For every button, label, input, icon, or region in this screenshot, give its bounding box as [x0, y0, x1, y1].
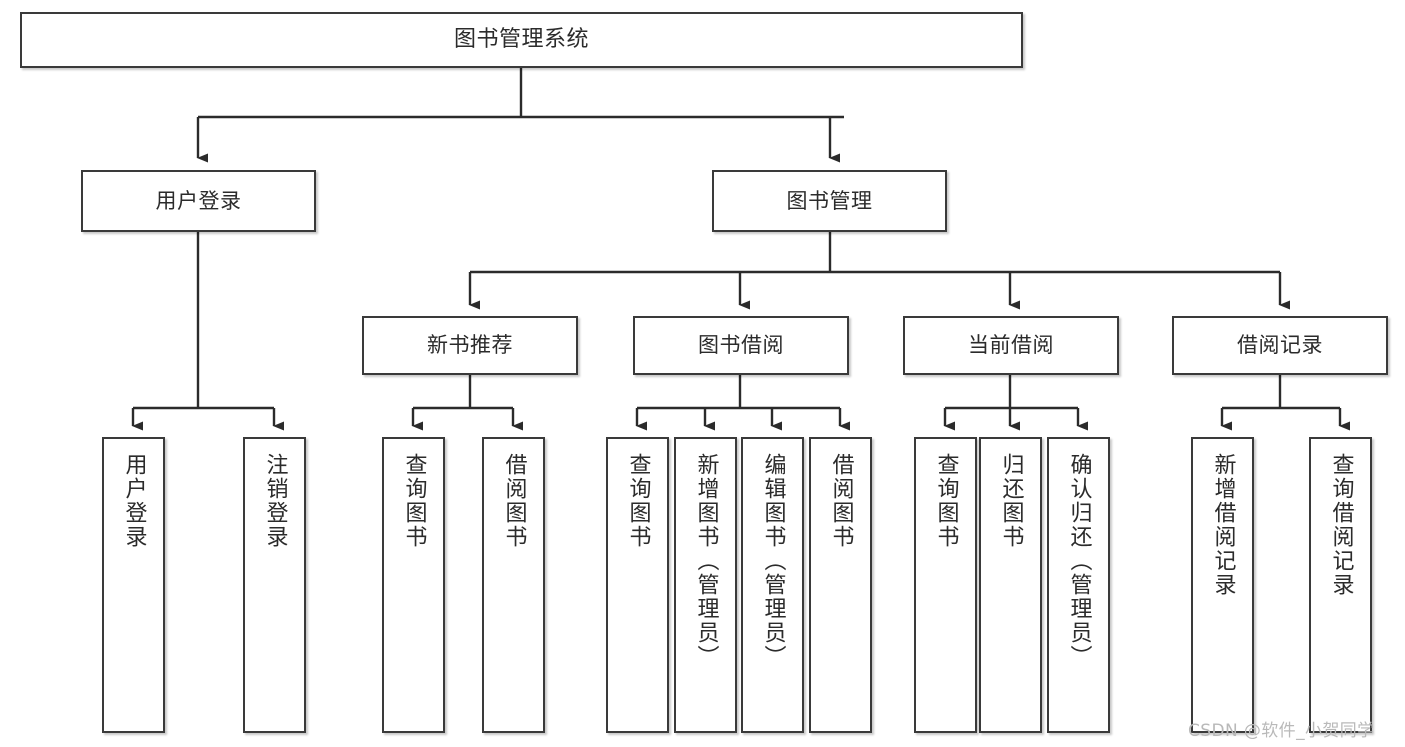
- node-label: 查询图书: [401, 453, 427, 549]
- node-leaf-return-book[interactable]: 归还图书: [979, 437, 1042, 733]
- node-label: 新增图书（管理员）: [693, 453, 719, 669]
- node-label: 借阅图书: [828, 453, 854, 549]
- node-label: 图书借阅: [698, 333, 784, 358]
- node-leaf-borrow-book-recommend[interactable]: 借阅图书: [482, 437, 545, 733]
- node-leaf-add-book-admin[interactable]: 新增图书（管理员）: [674, 437, 737, 733]
- node-label: 确认归还（管理员）: [1066, 453, 1092, 669]
- node-current-borrow[interactable]: 当前借阅: [903, 316, 1119, 375]
- node-label: 当前借阅: [968, 333, 1054, 358]
- node-leaf-query-book-current[interactable]: 查询图书: [914, 437, 977, 733]
- node-label: 查询图书: [625, 453, 651, 549]
- node-label: 图书管理: [786, 188, 873, 213]
- node-label: 用户登录: [155, 188, 242, 213]
- node-label: 用户登录: [121, 453, 147, 549]
- node-leaf-query-book-borrow[interactable]: 查询图书: [606, 437, 669, 733]
- node-label: 查询借阅记录: [1328, 453, 1354, 597]
- node-label: 查询图书: [933, 453, 959, 549]
- node-new-book-recommend[interactable]: 新书推荐: [362, 316, 578, 375]
- node-root-book-management-system[interactable]: 图书管理系统: [20, 12, 1023, 68]
- node-leaf-borrow-book[interactable]: 借阅图书: [809, 437, 872, 733]
- node-leaf-query-borrow-record[interactable]: 查询借阅记录: [1309, 437, 1372, 733]
- node-book-manage[interactable]: 图书管理: [712, 170, 947, 232]
- node-label: 归还图书: [998, 453, 1024, 549]
- node-label: 借阅图书: [501, 453, 527, 549]
- node-leaf-logout-login[interactable]: 注销登录: [243, 437, 306, 733]
- node-label: 图书管理系统: [453, 27, 589, 53]
- node-leaf-add-borrow-record[interactable]: 新增借阅记录: [1191, 437, 1254, 733]
- node-book-borrow[interactable]: 图书借阅: [633, 316, 849, 375]
- node-leaf-user-login[interactable]: 用户登录: [102, 437, 165, 733]
- node-leaf-edit-book-admin[interactable]: 编辑图书（管理员）: [741, 437, 804, 733]
- node-label: 注销登录: [262, 453, 288, 549]
- node-label: 新增借阅记录: [1210, 453, 1236, 597]
- node-borrow-record[interactable]: 借阅记录: [1172, 316, 1388, 375]
- node-label: 编辑图书（管理员）: [760, 453, 786, 669]
- node-leaf-query-book-recommend[interactable]: 查询图书: [382, 437, 445, 733]
- node-user-login[interactable]: 用户登录: [81, 170, 316, 232]
- node-leaf-confirm-return-admin[interactable]: 确认归还（管理员）: [1047, 437, 1110, 733]
- node-label: 借阅记录: [1237, 333, 1323, 358]
- node-label: 新书推荐: [427, 333, 513, 358]
